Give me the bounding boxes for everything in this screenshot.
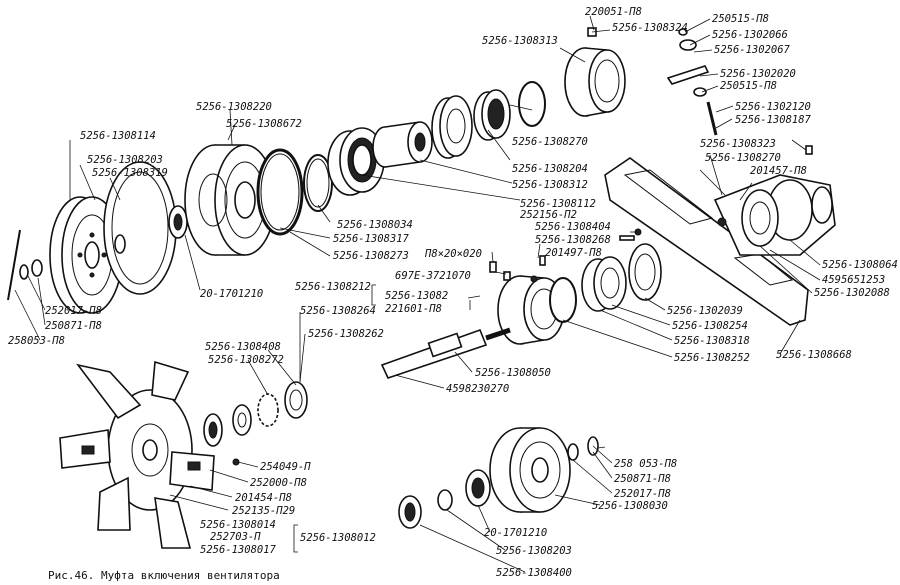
label: 5256-1308672 bbox=[226, 118, 302, 130]
label: П8×20×020 bbox=[424, 248, 482, 260]
label: 250515-П8 bbox=[712, 13, 769, 25]
clutch-center bbox=[497, 243, 662, 345]
fan bbox=[59, 360, 215, 549]
snap-rings-left bbox=[256, 148, 333, 236]
label: 5256-1308212 bbox=[295, 281, 371, 293]
label: 252703-П bbox=[210, 531, 261, 543]
label: 252017-П8 bbox=[614, 488, 671, 500]
label: 5256-1302067 bbox=[714, 44, 791, 56]
label: 5256-1308034 bbox=[337, 219, 413, 231]
label: 5256-1308408 bbox=[205, 341, 281, 353]
bearing-5256-1308400 bbox=[398, 489, 453, 529]
label: 252017-П8 bbox=[45, 305, 102, 317]
label: 5256-1308268 bbox=[535, 234, 611, 246]
label: 5256-1308272 bbox=[208, 354, 284, 366]
label: 250871-П8 bbox=[614, 473, 671, 485]
label: 5256-1308273 bbox=[333, 250, 409, 262]
label: 5256-1308312 bbox=[512, 179, 588, 191]
label: 5256-1308220 bbox=[196, 101, 272, 113]
bearing-lower bbox=[465, 469, 491, 507]
right-housing-assembly bbox=[713, 174, 836, 256]
label: 5256-1302039 bbox=[667, 305, 743, 317]
leader-lines bbox=[14, 15, 821, 573]
label: 5256-1308264 bbox=[300, 305, 376, 317]
label: 5256-1308030 bbox=[592, 500, 668, 512]
label: 5256-1302120 bbox=[735, 101, 811, 113]
label: 5256-1308270 bbox=[705, 152, 781, 164]
splined-hub bbox=[372, 121, 433, 168]
label: 5256-1308012 bbox=[300, 532, 376, 544]
label: 254049-П bbox=[260, 461, 311, 473]
label: 5256-1308203 bbox=[87, 154, 163, 166]
label: 201497-П8 bbox=[545, 247, 602, 259]
label: 5256-1308254 bbox=[672, 320, 748, 332]
label: 5256-1308262 bbox=[308, 328, 384, 340]
label: 5256-1302088 bbox=[814, 287, 890, 299]
label: 5256-1308204 bbox=[512, 163, 588, 175]
label: 201457-П8 bbox=[750, 165, 807, 177]
label: 5256-1308404 bbox=[535, 221, 611, 233]
label: 5256-1308187 bbox=[735, 114, 812, 126]
label: 5256-1308203 bbox=[496, 545, 572, 557]
bearing-small-left bbox=[168, 205, 188, 239]
retaining-ring-upper bbox=[518, 81, 546, 127]
pulley-lower bbox=[489, 427, 599, 513]
bolt-left bbox=[7, 229, 43, 301]
label: 5256-1308114 bbox=[80, 130, 156, 142]
shaft-5256-1308050 bbox=[380, 327, 511, 379]
label: 201454-П8 bbox=[235, 492, 292, 504]
label: 5256-1308064 bbox=[822, 259, 898, 271]
label: 220051-П8 bbox=[585, 6, 642, 18]
label: 5256-1302066 bbox=[712, 29, 788, 41]
bearing-5256-1308034 bbox=[327, 127, 385, 196]
label: 221601-П8 bbox=[385, 303, 442, 315]
label: 5256-13082 bbox=[385, 290, 448, 302]
label: 5256-1308313 bbox=[482, 35, 558, 47]
gasket-left bbox=[103, 161, 177, 295]
label: 5256-1308017 bbox=[200, 544, 277, 556]
label: 5256-1308319 bbox=[92, 167, 168, 179]
label: 252156-П2 bbox=[520, 209, 577, 221]
label: 5256-1308270 bbox=[512, 136, 588, 148]
small-parts-upper-right bbox=[587, 27, 813, 155]
label: 5256-1308317 bbox=[333, 233, 410, 245]
label: 5256-1308400 bbox=[496, 567, 572, 579]
label: 5256-1308112 bbox=[520, 198, 596, 210]
label: 697Е-3721070 bbox=[395, 270, 471, 282]
label: 258053-П8 bbox=[8, 335, 65, 347]
label: 250871-П8 bbox=[45, 320, 102, 332]
label: 5256-1308668 bbox=[776, 349, 852, 361]
bearing-5256-1308270 bbox=[473, 89, 511, 141]
label: 5256-1308252 bbox=[674, 352, 750, 364]
housing-5256-1308220 bbox=[184, 144, 276, 256]
label: 5256-1308323 bbox=[700, 138, 776, 150]
label: 252135-П29 bbox=[232, 505, 295, 517]
label: 5256-1308014 bbox=[200, 519, 276, 531]
cup-5256-1308313 bbox=[564, 47, 626, 117]
label: 252000-П8 bbox=[250, 477, 307, 489]
label: 5256-1308318 bbox=[674, 335, 750, 347]
label: 5256-1302020 bbox=[720, 68, 796, 80]
fasteners-center bbox=[489, 228, 642, 283]
label: 5256-1308050 bbox=[475, 367, 551, 379]
seal-stack-left bbox=[203, 381, 308, 447]
label: 5256-1308324 bbox=[612, 22, 688, 34]
label: 4598230270 bbox=[446, 383, 509, 395]
label: 20-1701210 bbox=[200, 288, 263, 300]
figure-caption: Рис.46. Муфта включения вентилятора bbox=[48, 569, 280, 582]
flange-5256-1308204 bbox=[431, 95, 473, 159]
label: 250515-П8 bbox=[720, 80, 777, 92]
label: 20-1701210 bbox=[484, 527, 547, 539]
bracket-plate bbox=[604, 157, 809, 326]
label: 4595651253 bbox=[822, 274, 885, 286]
part-number-labels: 220051-П8 5256-1308324 250515-П8 5256-13… bbox=[8, 6, 898, 579]
label: 258 053-П8 bbox=[614, 458, 677, 470]
